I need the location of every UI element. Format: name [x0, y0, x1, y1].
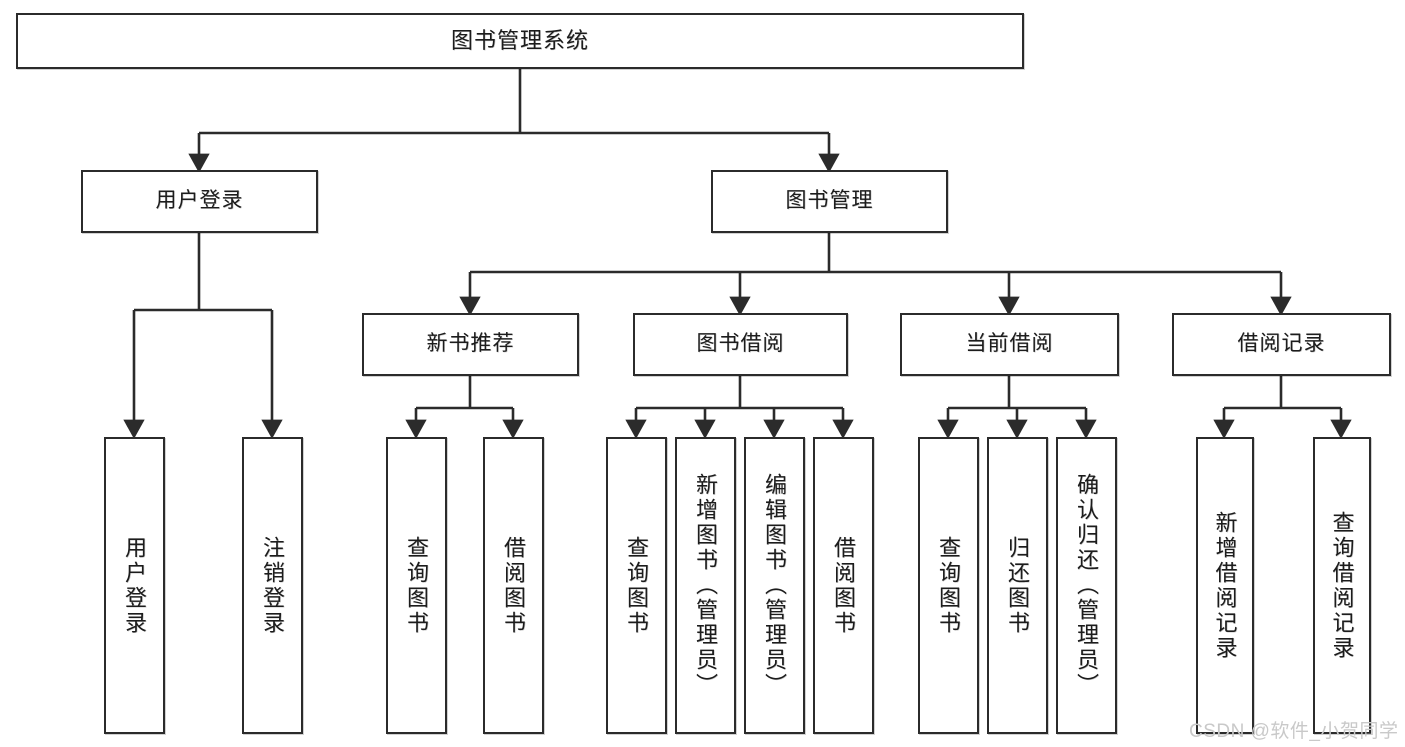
leaf-node-return-book[interactable]: 归还图书: [987, 437, 1048, 734]
node-root-book-management-system[interactable]: 图书管理系统: [16, 13, 1024, 69]
node-label: 查询借阅记录: [1329, 510, 1355, 661]
leaf-node-borrow-book-recommend[interactable]: 借阅图书: [483, 437, 544, 734]
node-label: 图书管理: [785, 189, 874, 213]
node-label: 借阅图书: [501, 535, 527, 636]
node-label: 借阅记录: [1237, 332, 1326, 356]
node-label: 图书借阅: [696, 332, 785, 356]
node-label: 图书管理系统: [450, 28, 589, 54]
leaf-node-query-borrow-record[interactable]: 查询借阅记录: [1313, 437, 1371, 734]
node-label: 查询图书: [624, 535, 650, 636]
node-label: 注销登录: [260, 535, 286, 636]
node-book-management[interactable]: 图书管理: [711, 170, 948, 233]
node-book-borrow[interactable]: 图书借阅: [633, 313, 848, 376]
node-label: 借阅图书: [831, 535, 857, 636]
node-label: 确认归还（管理员）: [1074, 473, 1100, 698]
leaf-node-query-book-current[interactable]: 查询图书: [918, 437, 979, 734]
leaf-node-confirm-return-admin[interactable]: 确认归还（管理员）: [1056, 437, 1117, 734]
node-label: 用户登录: [155, 189, 244, 213]
leaf-node-add-book-admin[interactable]: 新增图书（管理员）: [675, 437, 736, 734]
leaf-node-user-login[interactable]: 用户登录: [104, 437, 165, 734]
node-label: 新增借阅记录: [1212, 510, 1238, 661]
node-label: 新增图书（管理员）: [693, 473, 719, 698]
leaf-node-add-borrow-record[interactable]: 新增借阅记录: [1196, 437, 1254, 734]
node-label: 新书推荐: [426, 332, 515, 356]
node-new-book-recommend[interactable]: 新书推荐: [362, 313, 579, 376]
node-label: 编辑图书（管理员）: [762, 473, 788, 698]
node-current-borrow[interactable]: 当前借阅: [900, 313, 1119, 376]
leaf-node-edit-book-admin[interactable]: 编辑图书（管理员）: [744, 437, 805, 734]
leaf-node-query-book-recommend[interactable]: 查询图书: [386, 437, 447, 734]
csdn-watermark: CSDN @软件_小贺同学: [1189, 721, 1399, 742]
node-user-login[interactable]: 用户登录: [81, 170, 318, 233]
node-label: 当前借阅: [965, 332, 1054, 356]
node-label: 查询图书: [404, 535, 430, 636]
leaf-node-borrow-book[interactable]: 借阅图书: [813, 437, 874, 734]
node-label: 查询图书: [936, 535, 962, 636]
node-label: 用户登录: [122, 535, 148, 636]
leaf-node-query-book-borrow[interactable]: 查询图书: [606, 437, 667, 734]
leaf-node-user-logout[interactable]: 注销登录: [242, 437, 303, 734]
node-borrow-record[interactable]: 借阅记录: [1172, 313, 1391, 376]
node-label: 归还图书: [1005, 535, 1031, 636]
